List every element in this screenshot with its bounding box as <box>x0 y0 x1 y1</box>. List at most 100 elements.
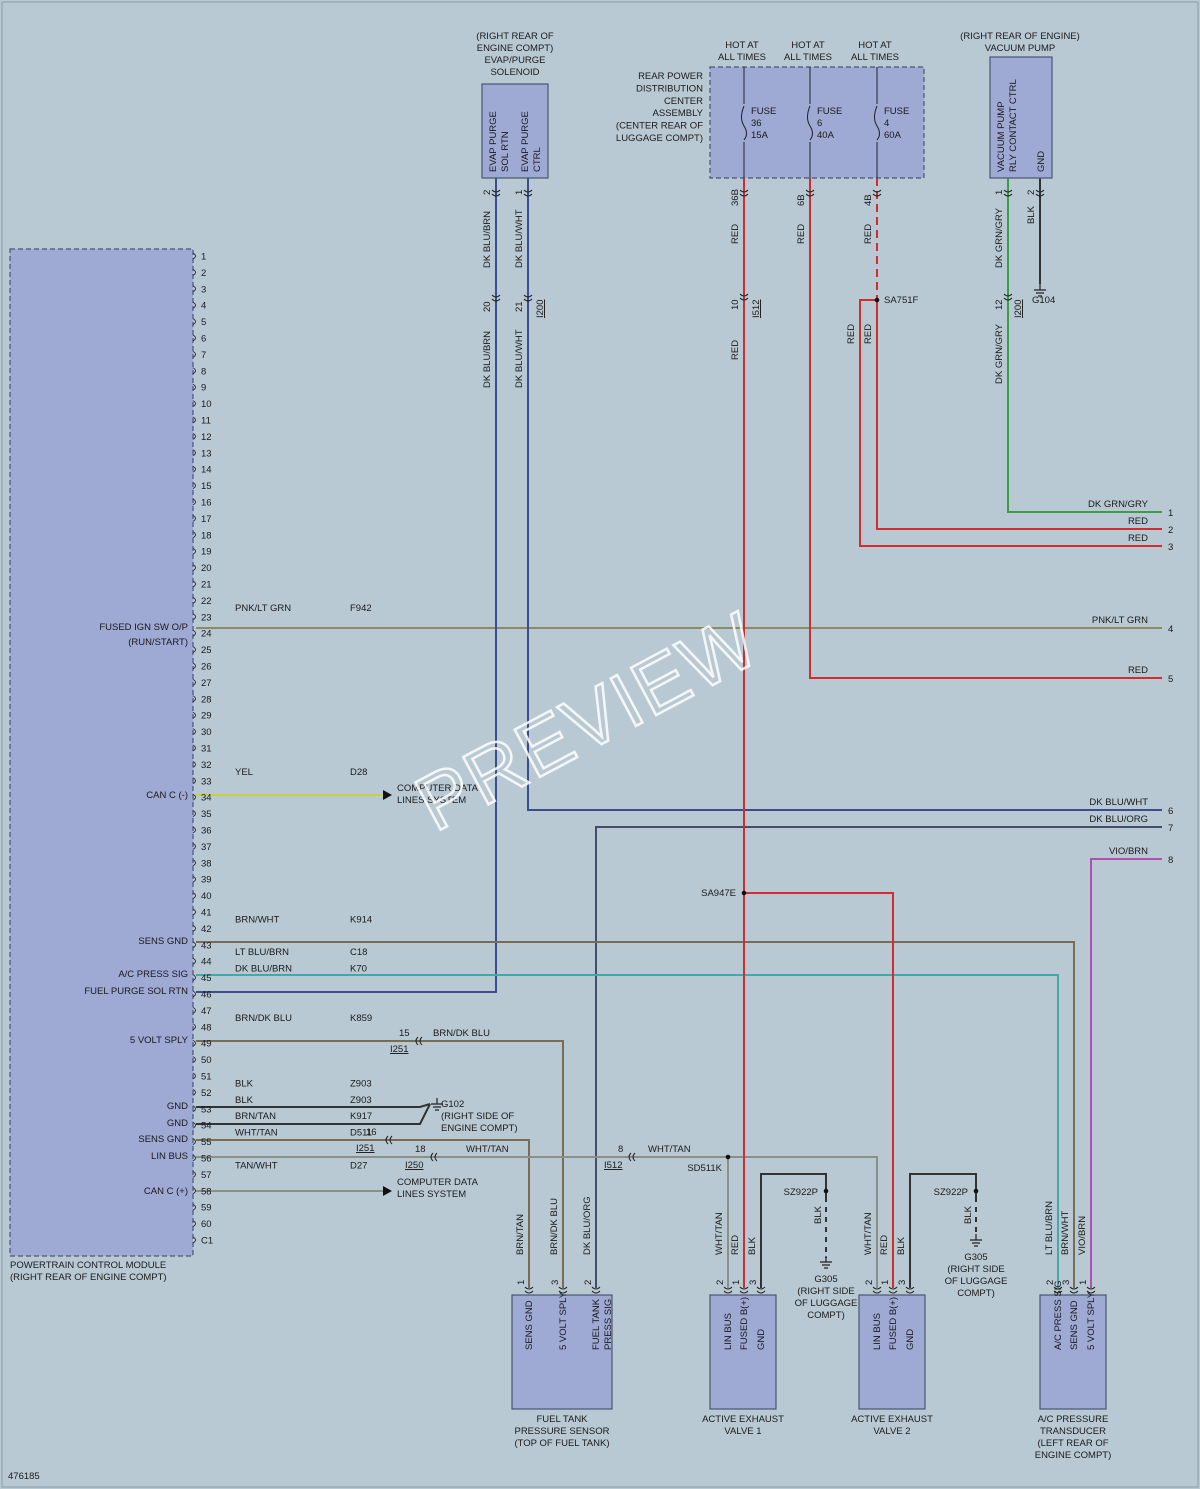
pcm-pin-mark <box>192 1039 196 1047</box>
ground-label: G305 <box>814 1274 837 1285</box>
wire-label: WHT/TAN <box>648 1144 691 1155</box>
valve1-wire-label: WHT/TAN <box>714 1212 725 1255</box>
pcm-pin-number: 20 <box>201 563 212 574</box>
connector-pin: 16 <box>366 1127 377 1138</box>
pcm-pin-number: 23 <box>201 612 212 623</box>
pcm-pin-number: 38 <box>201 858 212 869</box>
pcm-pin-number: 7 <box>201 350 206 361</box>
edge-pin-number: 5 <box>1168 674 1173 685</box>
evap-pin-number: 2 <box>482 190 493 195</box>
ground-label: G102 <box>441 1099 464 1110</box>
pcm-pin-mark <box>192 777 196 785</box>
valve2-pin-number: 1 <box>880 1280 891 1285</box>
pcm-function-label: CAN C (+) <box>144 1186 188 1197</box>
inline-connector <box>415 1036 423 1046</box>
rpdc-hot-label: ALL TIMES <box>718 52 766 63</box>
pcm-pin-mark <box>192 383 196 391</box>
wire-dk-blu-wht <box>527 178 1162 811</box>
pcm-name: POWERTRAIN CONTROL MODULE <box>10 1260 166 1271</box>
connector-id: I512 <box>604 1160 623 1171</box>
fuse-cavity: 36B <box>730 189 741 206</box>
red-wire-label: RED <box>730 340 741 360</box>
ac-wire-label: LT BLU/BRN <box>1044 1201 1055 1255</box>
evap-wire-label: DK BLU/WHT <box>514 209 525 268</box>
pcm-pin-mark <box>192 1121 196 1129</box>
splice-label: SD511K <box>687 1163 722 1174</box>
edge-pin-number: 2 <box>1168 525 1173 536</box>
inline-connector <box>723 1286 733 1294</box>
pcm-wire-circuit: Z903 <box>350 1095 372 1106</box>
pcm-wire-color: BRN/DK BLU <box>235 1013 292 1024</box>
pcm-pin-number: 59 <box>201 1203 212 1214</box>
pcm-pin-mark <box>192 1105 196 1113</box>
fuel_tank-pin-number: 2 <box>583 1280 594 1285</box>
ground-location: OF LUGGAGE <box>795 1298 858 1309</box>
vacuum-pin-number: 2 <box>1026 190 1037 195</box>
evap-pin-label: CTRL <box>532 147 543 172</box>
valve1-body <box>709 1294 777 1410</box>
pcm-pin-number: 45 <box>201 973 212 984</box>
pcm-wire-color: BRN/WHT <box>235 914 280 925</box>
splice-label: SZ922P <box>934 1187 968 1198</box>
pcm-pin-mark <box>192 1138 196 1145</box>
pcm-pin-mark <box>192 351 196 358</box>
splice-sz922p-1 <box>823 1188 829 1194</box>
pcm-pin-number: 30 <box>201 727 212 738</box>
edge-wire-label: PNK/LT GRN <box>1092 615 1148 626</box>
pcm-pin-mark <box>192 613 196 621</box>
rpdc-hot-label: HOT AT <box>725 40 759 51</box>
pcm-pin-mark <box>192 1236 196 1244</box>
evap-name: EVAP/PURGE <box>484 55 545 66</box>
pcm-wire-color: BLK <box>235 1095 254 1106</box>
valve1-pin-number: 1 <box>731 1280 742 1285</box>
pcm-pin-number: 36 <box>201 826 212 837</box>
edge-wire-label: VIO/BRN <box>1109 846 1148 857</box>
pcm-pin-mark <box>192 974 196 981</box>
wire-label: BLK <box>963 1205 974 1224</box>
edge-pin-number: 8 <box>1168 855 1173 866</box>
inline-connector <box>1003 293 1013 301</box>
pcm-pin-mark <box>192 547 196 555</box>
pcm-pin-number: 33 <box>201 776 212 787</box>
evap-solenoid-body <box>481 83 549 179</box>
pcm-wire-color: TAN/WHT <box>235 1160 278 1171</box>
fuel_tank-pin-label: FUEL TANK <box>591 1298 602 1350</box>
fuel_tank-name: PRESSURE SENSOR <box>514 1426 609 1437</box>
pcm-pin-mark <box>192 629 196 637</box>
rpdc-name: ASSEMBLY <box>652 108 703 119</box>
pcm-pin-mark <box>192 1154 196 1162</box>
inline-connector <box>1035 189 1045 197</box>
pcm-pin-number: 48 <box>201 1022 212 1033</box>
valve1-wire-label: BLK <box>747 1236 758 1255</box>
fuse-amperage: 40A <box>817 130 835 141</box>
inline-connector <box>523 294 533 302</box>
inline-connector <box>888 1286 898 1294</box>
red-wire-label: RED <box>730 224 741 244</box>
pcm-pin-number: 49 <box>201 1039 212 1050</box>
fuel_tank-name: FUEL TANK <box>536 1414 588 1425</box>
pcm-pin-mark <box>192 662 196 670</box>
pcm-function-label: SENS GND <box>138 1134 188 1145</box>
pcm-pin-mark <box>192 1007 196 1014</box>
evap-pin-number: 1 <box>514 190 525 195</box>
pcm-pin-number: 58 <box>201 1186 212 1197</box>
inline-connector <box>1053 1286 1063 1294</box>
valve1-pin-label: LIN BUS <box>723 1313 734 1350</box>
pcm-pin-mark <box>192 679 196 686</box>
pcm-pin-mark <box>192 1072 196 1080</box>
rpdc-hot-label: HOT AT <box>858 40 892 51</box>
pcm-pin-number: 31 <box>201 744 212 755</box>
connector-pin: 15 <box>399 1028 410 1039</box>
valve2-name: VALVE 2 <box>873 1426 910 1437</box>
rpdc-hot-label: ALL TIMES <box>851 52 899 63</box>
pcm-pin-mark <box>192 925 196 932</box>
fuse-cavity: 4B <box>863 194 874 206</box>
pcm-function-label: 5 VOLT SPLY <box>130 1035 189 1046</box>
edge-wire-label: DK GRN/GRY <box>1088 499 1149 510</box>
wire-blk-valve1 <box>760 1173 827 1288</box>
pcm-pin-number: 2 <box>201 268 206 279</box>
wires <box>196 178 1162 1288</box>
inline-connector <box>558 1286 568 1294</box>
pcm-function-label: FUEL PURGE SOL RTN <box>84 986 188 997</box>
